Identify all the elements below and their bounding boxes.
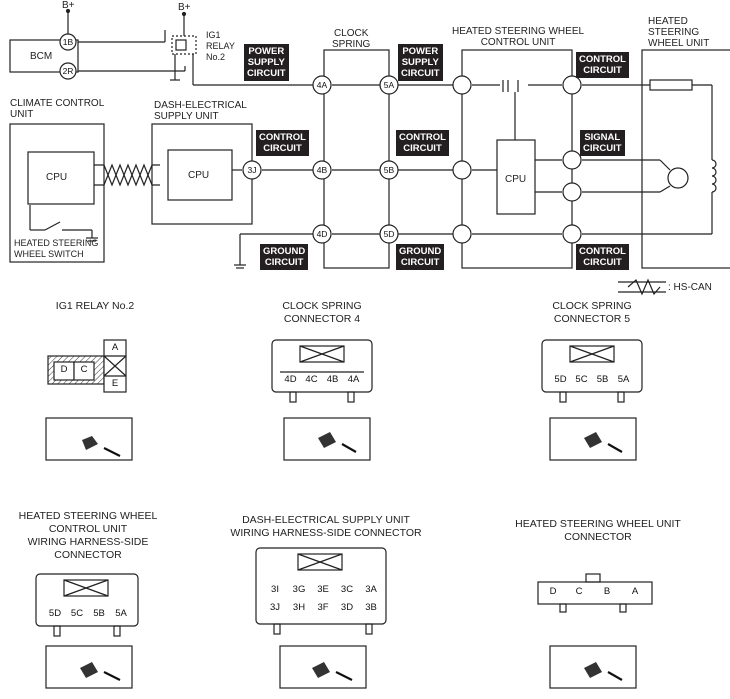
clock-term: 4B — [316, 165, 328, 175]
dash-unit-label: DASH-ELECTRICAL SUPPLY UNIT — [154, 100, 247, 122]
clock-term: 5D — [383, 229, 395, 239]
dash-pin: 3E — [317, 584, 329, 595]
hsw-cpu-box — [496, 139, 536, 215]
climate-cpu-label: CPU — [46, 172, 68, 183]
clock4-pin: 4B — [326, 374, 339, 385]
ig1-connector-title: IG1 RELAY No.2 — [55, 300, 135, 312]
signal-circuit-label: SIGNAL CIRCUIT — [580, 130, 625, 156]
ig1-relay-label: IG1 RELAY No.2 — [206, 30, 235, 62]
thermistor-symbol — [667, 167, 689, 189]
dash-harness-photo — [279, 645, 367, 689]
steering-switch-label: HEATED STEERING WHEEL SWITCH — [14, 238, 99, 259]
clock5-photo — [549, 417, 637, 461]
heater-element — [649, 79, 693, 91]
hsw-unit-pin: C — [575, 586, 583, 597]
dash-cpu-label: CPU — [188, 170, 210, 181]
hsw-control-unit-label: HEATED STEERING WHEEL CONTROL UNIT — [452, 26, 585, 48]
hsw-control-pin: 5C — [70, 608, 84, 619]
ground-circuit-label: GROUND CIRCUIT — [260, 244, 309, 270]
clock4-pin: 4C — [305, 374, 318, 385]
ig1-pin: E — [111, 378, 119, 389]
hsw-unit-connector-title: HEATED STEERING WHEEL UNIT CONNECTOR — [515, 518, 681, 543]
hsw-control-photo — [45, 645, 133, 689]
clock4-connector-body — [271, 339, 373, 393]
hsw-control-pin: 5A — [115, 608, 127, 619]
bcm-term-1b: 1B — [62, 37, 74, 47]
clock4-pin: 4A — [347, 374, 360, 385]
dash-pin: 3A — [365, 584, 377, 595]
clock4-pin: 4D — [284, 374, 297, 385]
dash-pin: 3I — [271, 584, 279, 595]
ig1-pin: D — [60, 364, 68, 375]
hsw-cpu-label: CPU — [505, 174, 527, 185]
climate-control-unit-box — [9, 123, 105, 263]
ig1-photo — [45, 417, 133, 461]
hsw-unit-pin: B — [603, 586, 611, 597]
clock4-photo — [283, 417, 371, 461]
b-plus-label: B+ — [62, 0, 75, 11]
clock4-connector-title: CLOCK SPRING CONNECTOR 4 — [282, 300, 362, 325]
dash-pin: 3G — [292, 584, 306, 595]
dash-pin: 3H — [292, 602, 306, 613]
clock-spring-label: CLOCK SPRING — [332, 28, 371, 50]
dash-pin: 3C — [340, 584, 354, 595]
clock5-pin: 5D — [554, 374, 567, 385]
hsw-control-unit-box — [461, 49, 573, 269]
clock-term: 5B — [383, 165, 395, 175]
dash-cpu-box — [167, 149, 233, 201]
clock5-connector-body — [541, 339, 643, 393]
dash-term-3j: 3J — [247, 165, 257, 175]
clock5-connector-title: CLOCK SPRING CONNECTOR 5 — [552, 300, 632, 325]
dash-pin: 3F — [317, 602, 329, 613]
ground-circuit-label: GROUND CIRCUIT — [396, 244, 445, 270]
clock5-pin: 5B — [596, 374, 609, 385]
control-circuit-label: CONTROL CIRCUIT — [396, 130, 449, 156]
ig1-pin: A — [111, 342, 119, 353]
control-circuit-label: CONTROL CIRCUIT — [576, 244, 629, 270]
hsw-unit-photo — [549, 645, 637, 689]
clock-spring-box — [323, 49, 390, 269]
clock5-pin: 5C — [575, 374, 588, 385]
bcm-box — [9, 39, 79, 73]
dash-pin: 3D — [340, 602, 354, 613]
hsw-unit-pin: D — [549, 586, 557, 597]
dash-harness-body — [255, 547, 387, 625]
dash-pin: 3B — [365, 602, 377, 613]
hsw-control-pin: 5D — [48, 608, 62, 619]
climate-unit-label: CLIMATE CONTROL UNIT — [10, 98, 105, 120]
power-supply-circuit-label: POWER SUPPLY CIRCUIT — [398, 44, 443, 81]
hsw-control-pin: 5B — [93, 608, 105, 619]
clock-term: 4D — [316, 229, 328, 239]
clock5-pin: 5A — [617, 374, 630, 385]
control-circuit-label: CONTROL CIRCUIT — [256, 130, 309, 156]
dash-pin: 3J — [269, 602, 281, 613]
hs-can-legend: : HS-CAN — [668, 282, 712, 293]
bcm-term-2r: 2R — [62, 66, 74, 76]
hsw-unit-label: HEATED STEERING WHEEL UNIT — [648, 16, 710, 49]
bcm-label: BCM — [30, 51, 53, 62]
clock-term: 5A — [383, 80, 395, 90]
climate-cpu-box — [27, 151, 95, 205]
power-supply-circuit-label: POWER SUPPLY CIRCUIT — [244, 44, 289, 81]
control-circuit-label: CONTROL CIRCUIT — [576, 52, 629, 78]
dash-harness-title: DASH-ELECTRICAL SUPPLY UNIT WIRING HARNE… — [230, 514, 422, 539]
ig1-pin: C — [80, 364, 88, 375]
hsw-control-harness-body — [35, 573, 139, 627]
hsw-unit-box — [641, 49, 730, 269]
hsw-control-harness-title: HEATED STEERING WHEEL CONTROL UNIT WIRIN… — [18, 510, 158, 561]
clock-term: 4A — [316, 80, 328, 90]
hsw-unit-pin: A — [631, 586, 639, 597]
b-plus-label: B+ — [178, 2, 191, 13]
